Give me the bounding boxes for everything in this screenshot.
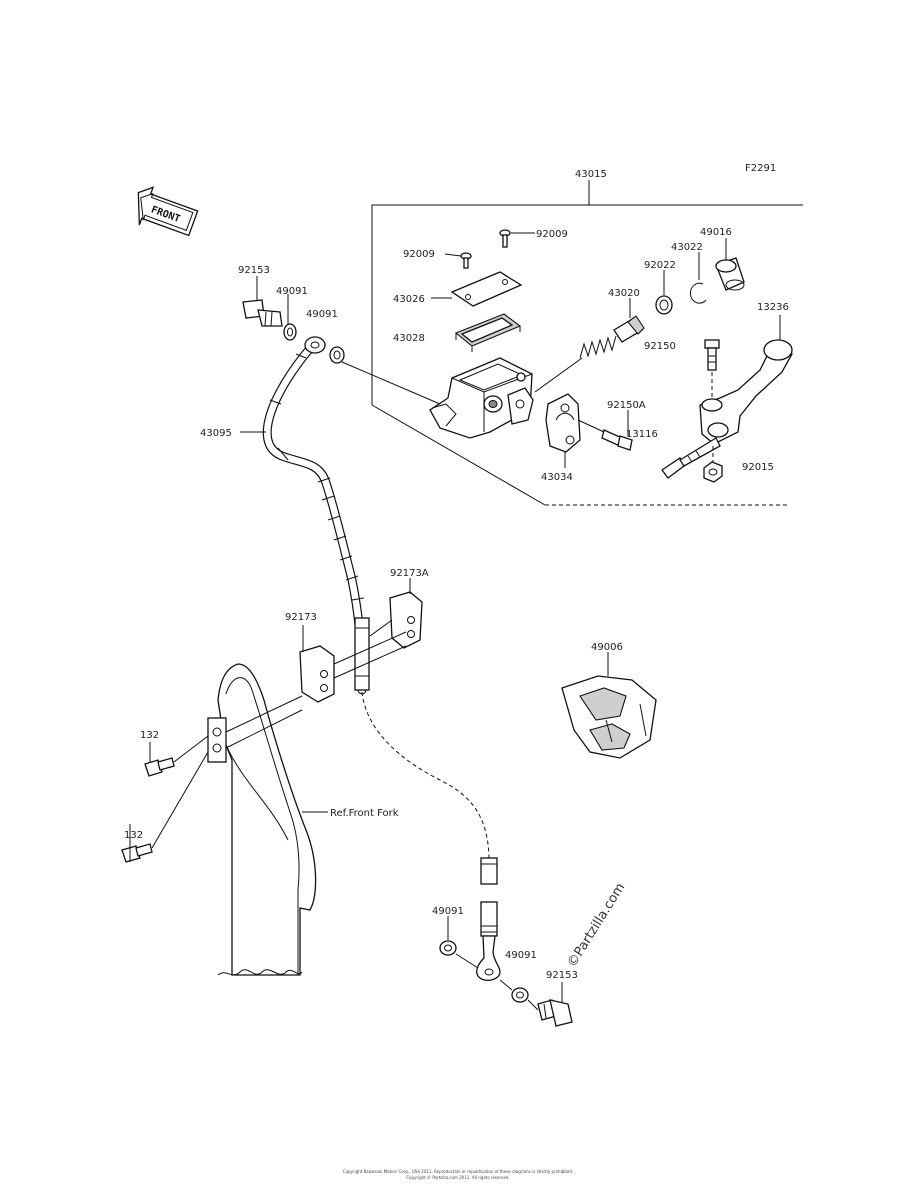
screw-92009-right (499, 229, 535, 248)
label-92009-left: 92009 (403, 249, 435, 260)
label-13236: 13236 (757, 302, 789, 313)
label-43015: 43015 (575, 169, 607, 180)
label-132-lower: 132 (124, 830, 143, 841)
label-49016: 49016 (700, 227, 732, 238)
nut-92015 (703, 446, 723, 483)
bolt-92150A (577, 410, 633, 451)
watermark-text: ©Partzilla.com (565, 881, 629, 971)
washer-49091-lower-b (499, 979, 529, 1003)
ref-front-fork-label: Ref.Front Fork (330, 808, 399, 819)
piston-spring-43020 (534, 298, 645, 393)
footer-copyright-line2: Copyright © Partzilla.com 2011. All righ… (406, 1175, 510, 1180)
label-49091-lower-b: 49091 (505, 950, 537, 961)
label-49091-upper-a: 49091 (276, 286, 308, 297)
label-92153-upper: 92153 (238, 265, 270, 276)
assembly-bracket (371, 180, 803, 506)
label-92153-lower: 92153 (546, 970, 578, 981)
label-92150: 92150 (644, 341, 676, 352)
label-43028: 43028 (393, 333, 425, 344)
label-92173: 92173 (285, 612, 317, 623)
label-49091-lower-a: 49091 (432, 906, 464, 917)
label-92009-right: 92009 (536, 229, 568, 240)
banjo-bolt-92153-upper (242, 276, 283, 327)
hose-clamp-92173 (299, 625, 407, 703)
label-132-upper: 132 (140, 730, 159, 741)
lever-13236 (699, 315, 793, 445)
diaphragm-43028 (454, 313, 522, 352)
label-43034: 43034 (541, 472, 573, 483)
pivot-bolt-92150 (704, 339, 720, 400)
label-92150A: 92150A (607, 400, 646, 411)
master-cylinder-body (429, 357, 534, 439)
label-49091-upper-b: 49091 (306, 309, 338, 320)
label-92015: 92015 (742, 462, 774, 473)
boot-49016 (715, 238, 745, 291)
bolt-13116 (661, 437, 721, 479)
screw-92009-left (444, 252, 472, 269)
front-arrow-icon: FRONT (137, 186, 199, 237)
brake-hose-43095 (240, 336, 490, 859)
washer-49091-lower-a (439, 916, 479, 969)
label-92022: 92022 (644, 260, 676, 271)
washer-49091-upper-b (329, 346, 345, 364)
circlip-43022 (689, 252, 707, 304)
footer-copyright-line1: Copyright Kawasaki Motors Corp., USA 201… (343, 1169, 573, 1174)
label-43022: 43022 (671, 242, 703, 253)
clamp-43034 (545, 393, 581, 468)
label-92173A: 92173A (390, 568, 429, 579)
label-43020: 43020 (608, 288, 640, 299)
cover-49006 (561, 652, 657, 759)
reservoir-cap-43026 (431, 271, 523, 307)
bolt-132-upper (144, 735, 209, 777)
label-43095: 43095 (200, 428, 232, 439)
diagram-code: F2291 (745, 163, 776, 174)
label-13116: 13116 (626, 429, 658, 440)
washer-92022 (655, 270, 673, 315)
label-43026: 43026 (393, 294, 425, 305)
bolt-132-lower (121, 751, 209, 863)
hose-clamp-92173A (369, 578, 423, 649)
label-49006: 49006 (591, 642, 623, 653)
washer-49091-upper-a (283, 294, 297, 341)
lower-hose-fitting (476, 857, 501, 982)
banjo-bolt-92153-lower (527, 982, 573, 1027)
front-fork-outline (207, 663, 328, 976)
